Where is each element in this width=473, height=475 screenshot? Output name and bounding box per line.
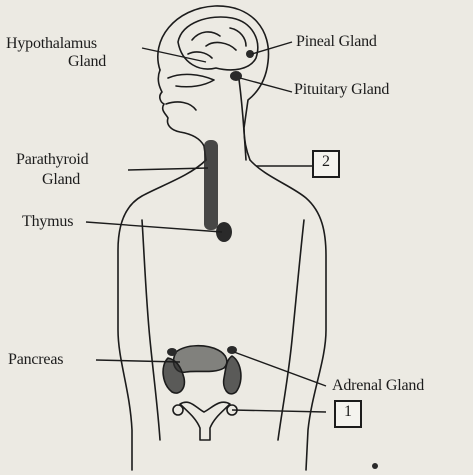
label-pituitary-gland: Pituitary Gland	[294, 80, 389, 99]
pancreas-shape	[174, 346, 227, 373]
ink-dot	[372, 463, 378, 469]
label-pancreas: Pancreas	[8, 350, 63, 369]
mouth	[166, 102, 196, 110]
leader-box1	[232, 410, 326, 412]
label-adrenal-gland: Adrenal Gland	[332, 376, 424, 395]
label-thymus: Thymus	[22, 212, 73, 231]
leader-adrenal	[234, 352, 326, 386]
thyroid-blob	[204, 140, 218, 230]
leader-parathyroid	[128, 168, 208, 170]
answer-box-1: 1	[334, 400, 362, 428]
leader-pituitary	[240, 78, 292, 92]
label-parathyroid-line2: Gland	[42, 170, 80, 189]
leader-thymus	[86, 222, 222, 232]
nasal-cavity	[168, 74, 214, 86]
face-profile	[158, 70, 206, 160]
answer-box-2: 2	[312, 150, 340, 178]
label-pineal-gland: Pineal Gland	[296, 32, 377, 51]
left-arm-inner	[142, 220, 160, 440]
label-hypothalamus-line2: Gland	[68, 52, 106, 71]
adrenal-blob-left	[167, 348, 177, 356]
label-parathyroid-line1: Parathyroid	[16, 150, 88, 169]
right-shoulder	[250, 160, 326, 470]
label-hypothalamus-line1: Hypothalamus	[6, 34, 97, 53]
uterus-shape	[180, 402, 230, 440]
spinal-cord	[238, 72, 246, 160]
left-ovary	[173, 405, 183, 415]
brain-folds	[188, 28, 246, 58]
pituitary-blob	[230, 71, 242, 81]
right-arm-inner	[278, 220, 304, 440]
left-shoulder	[118, 160, 206, 470]
leader-hypothalamus	[142, 48, 206, 62]
